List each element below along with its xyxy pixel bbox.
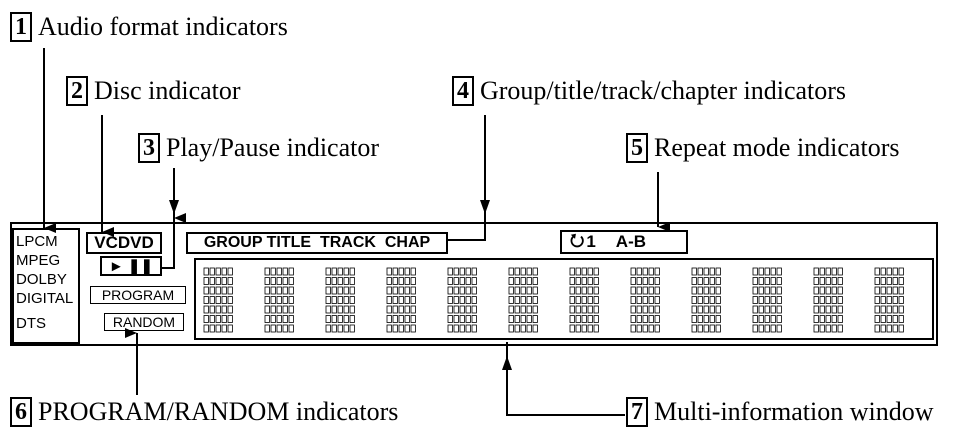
callout-4-label: Group/title/track/chapter indicators <box>480 76 847 105</box>
disc-indicator: VCDVD <box>86 232 162 254</box>
callout-6-number: 6 <box>10 397 32 427</box>
format-dolby: DOLBY <box>16 271 67 288</box>
arrow-7-head <box>502 356 512 370</box>
matrix-character-cell <box>569 267 599 333</box>
callout-2-number: 2 <box>66 76 88 106</box>
repeat-ab-label: A-B <box>615 232 647 251</box>
matrix-character-cell <box>325 267 355 333</box>
matrix-character-cell <box>813 267 843 333</box>
callout-6-label: PROGRAM/RANDOM indicators <box>38 397 399 426</box>
arrow-4-head <box>480 200 490 214</box>
matrix-character-cell <box>508 267 538 333</box>
front-display-panel <box>10 222 938 346</box>
matrix-character-cell <box>752 267 782 333</box>
callout-6: 6 PROGRAM/RANDOM indicators <box>10 397 398 427</box>
arrow-7-line <box>506 342 625 416</box>
callout-2-label: Disc indicator <box>94 76 241 105</box>
callout-2: 2 Disc indicator <box>66 76 241 106</box>
play-pause-indicator: ► ❚❚ <box>100 256 162 276</box>
random-indicator: RANDOM <box>104 313 184 331</box>
callout-1: 1 Audio format indicators <box>10 12 288 42</box>
callout-7-label: Multi-information window <box>654 397 934 426</box>
callout-7: 7 Multi-information window <box>626 397 933 427</box>
arrow-3-head <box>169 200 179 214</box>
matrix-character-cell <box>386 267 416 333</box>
callout-3: 3 Play/Pause indicator <box>138 133 379 163</box>
matrix-character-cell <box>630 267 660 333</box>
dot-matrix-digits <box>203 267 904 333</box>
format-lpcm: LPCM <box>16 233 58 250</box>
matrix-character-cell <box>691 267 721 333</box>
callout-7-number: 7 <box>626 397 648 427</box>
callout-3-label: Play/Pause indicator <box>166 133 380 162</box>
matrix-character-cell <box>264 267 294 333</box>
callout-1-label: Audio format indicators <box>38 12 288 41</box>
matrix-character-cell <box>874 267 904 333</box>
arrow-4-line <box>447 115 486 241</box>
repeat-one-label: 1 <box>586 232 596 251</box>
repeat-mode-indicators: ⭮ 1 A-B <box>560 230 688 254</box>
matrix-character-cell <box>447 267 477 333</box>
callout-5-label: Repeat mode indicators <box>654 133 900 162</box>
callout-5: 5 Repeat mode indicators <box>626 133 899 163</box>
callout-3-number: 3 <box>138 133 160 163</box>
audio-format-indicators: LPCM MPEG DOLBY DIGITAL DTS <box>12 228 80 344</box>
format-digital: DIGITAL <box>16 290 74 307</box>
callout-4-number: 4 <box>452 76 474 106</box>
callout-1-number: 1 <box>10 12 32 42</box>
callout-4: 4 Group/title/track/chapter indicators <box>452 76 846 106</box>
format-mpeg: MPEG <box>16 252 61 269</box>
callout-5-number: 5 <box>626 133 648 163</box>
format-dts: DTS <box>16 315 46 332</box>
program-indicator: PROGRAM <box>90 286 186 304</box>
group-title-track-chap-indicators: GROUP TITLE TRACK CHAP <box>186 232 448 254</box>
multi-information-window <box>194 258 934 340</box>
matrix-character-cell <box>203 267 233 333</box>
repeat-icon: ⭮ <box>570 230 585 251</box>
